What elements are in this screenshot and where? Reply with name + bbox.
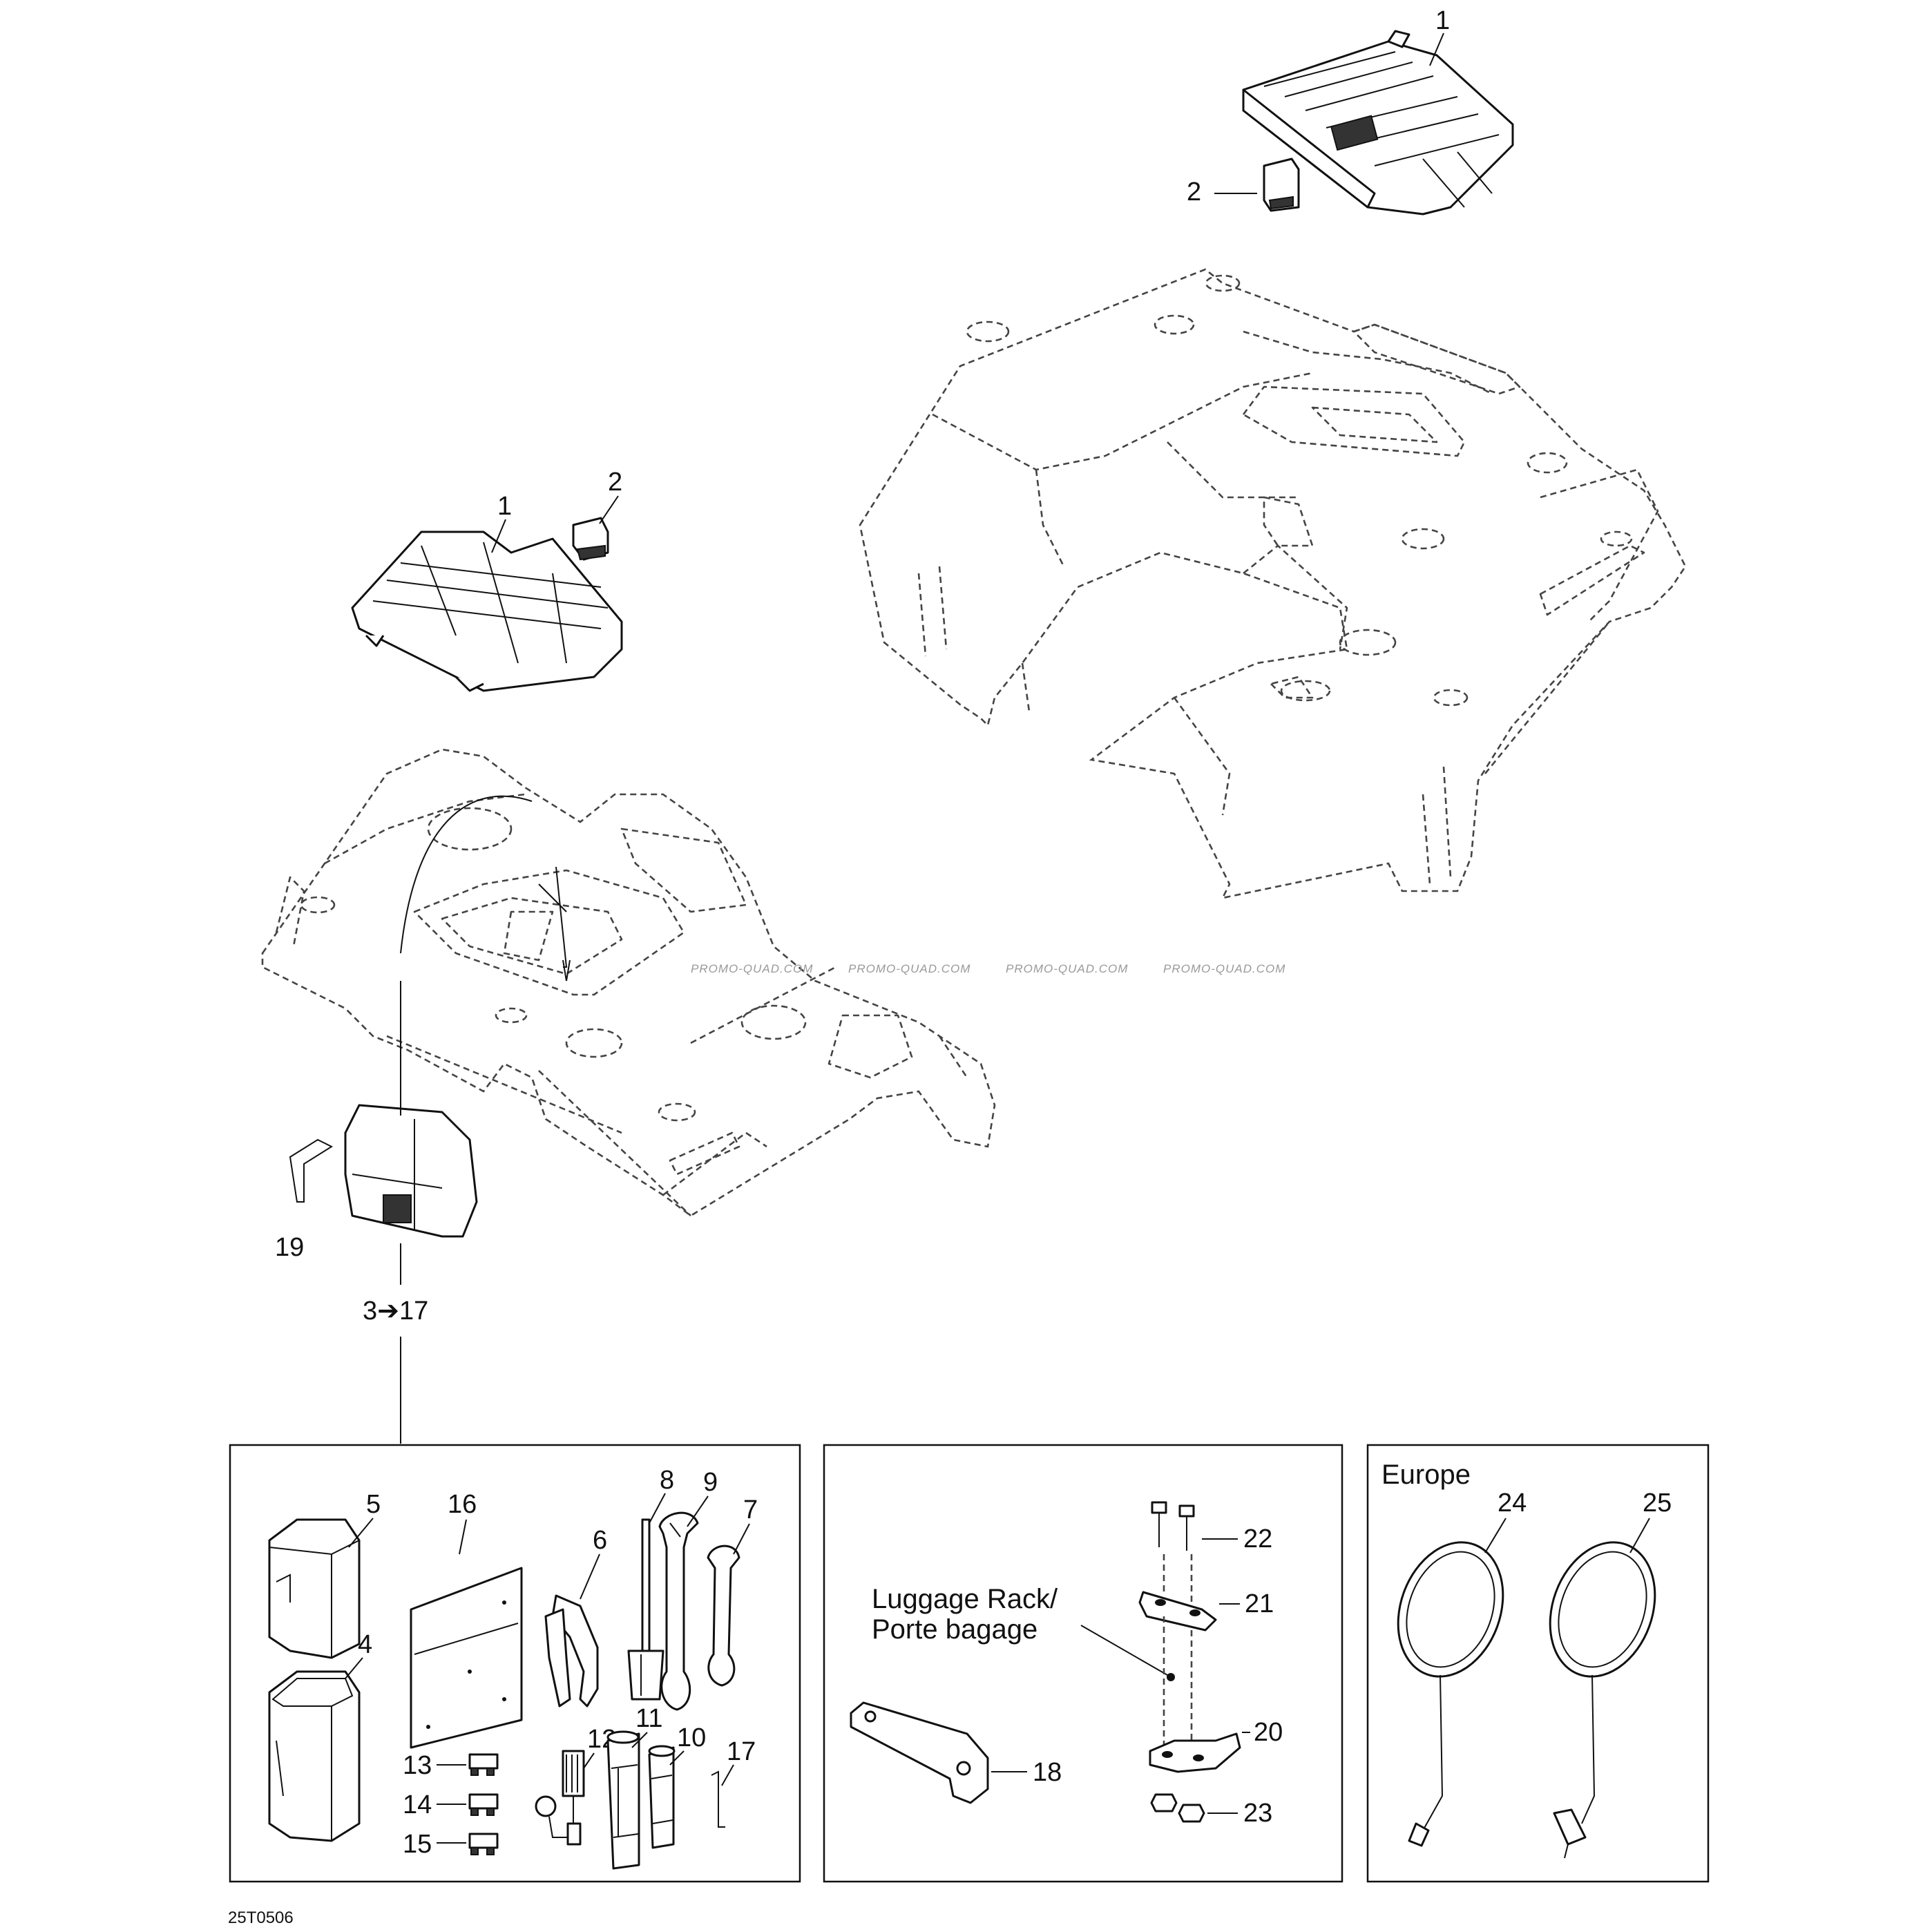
watermark-3: PROMO-QUAD.COM bbox=[1006, 962, 1128, 975]
rack-plate-top bbox=[1138, 1591, 1217, 1632]
label-fuse-c: 15 bbox=[403, 1830, 432, 1859]
rack-plate-bottom bbox=[1149, 1732, 1241, 1773]
rack-bolts bbox=[1151, 1501, 1195, 1551]
label-fuse-a: 13 bbox=[403, 1751, 432, 1780]
wrench-large bbox=[658, 1511, 699, 1711]
label-hex-key: 17 bbox=[727, 1737, 756, 1766]
tool-kit-case bbox=[344, 1104, 478, 1238]
case-lid bbox=[268, 1518, 361, 1659]
label-rack-plate-bottom: 20 bbox=[1254, 1718, 1283, 1747]
label-latch-rear: 2 bbox=[1187, 178, 1201, 207]
label-rack-bolt: 22 bbox=[1243, 1524, 1272, 1553]
label-case-body: 4 bbox=[358, 1630, 372, 1659]
watermark-4: PROMO-QUAD.COM bbox=[1163, 962, 1285, 975]
rack-wrench bbox=[850, 1701, 989, 1804]
drawing-code: 25T0506 bbox=[228, 1909, 294, 1927]
label-socket-small: 10 bbox=[677, 1723, 706, 1752]
label-latch-front: 2 bbox=[608, 468, 622, 497]
label-card: 16 bbox=[448, 1490, 477, 1519]
storage-cover-rear bbox=[1242, 30, 1514, 216]
rear-fender bbox=[859, 268, 1687, 899]
label-wrench-large: 9 bbox=[703, 1468, 718, 1497]
tool-kit-strap bbox=[289, 1138, 334, 1203]
rack-mount-point bbox=[1167, 1673, 1175, 1681]
label-fuse-b: 14 bbox=[403, 1790, 432, 1819]
storage-cover-front bbox=[351, 530, 623, 692]
mirror-left bbox=[1397, 1541, 1504, 1847]
hex-key bbox=[711, 1770, 725, 1828]
rack-nuts bbox=[1150, 1793, 1205, 1823]
socket-small bbox=[648, 1745, 676, 1849]
label-toolkit-range: 3➔17 bbox=[363, 1297, 428, 1326]
instruction-card bbox=[410, 1567, 523, 1749]
wrench-small bbox=[707, 1544, 740, 1687]
label-pliers: 6 bbox=[593, 1526, 607, 1555]
label-cover-front: 1 bbox=[497, 492, 512, 521]
spark-plug-tool bbox=[535, 1750, 585, 1846]
watermark-2: PROMO-QUAD.COM bbox=[848, 962, 970, 975]
pliers bbox=[544, 1594, 599, 1708]
label-cover-rear: 1 bbox=[1435, 6, 1450, 35]
socket-large bbox=[606, 1730, 640, 1870]
luggage-rack-box bbox=[823, 1444, 1343, 1883]
mirror-right bbox=[1549, 1541, 1656, 1859]
label-socket-large: 11 bbox=[635, 1704, 662, 1733]
europe-mirrors-box bbox=[1366, 1444, 1710, 1883]
label-rack-wrench: 18 bbox=[1033, 1758, 1062, 1787]
label-rack-nut: 23 bbox=[1243, 1799, 1272, 1828]
label-wrench-small: 7 bbox=[743, 1495, 758, 1524]
label-mirror-right: 25 bbox=[1643, 1489, 1672, 1518]
case-body bbox=[268, 1670, 361, 1842]
label-mirror-left: 24 bbox=[1498, 1489, 1527, 1518]
cover-latch-rear bbox=[1263, 157, 1300, 212]
front-fender bbox=[261, 748, 996, 1217]
label-rack-plate-top: 21 bbox=[1245, 1589, 1274, 1618]
fuses bbox=[468, 1753, 499, 1855]
luggage-rack-label-en: Luggage Rack/ bbox=[872, 1584, 1058, 1614]
region-label: Europe bbox=[1381, 1460, 1471, 1490]
label-strap: 19 bbox=[275, 1233, 304, 1262]
tool-kit-contents-box bbox=[229, 1444, 801, 1883]
label-case-lid: 5 bbox=[366, 1490, 381, 1519]
screwdriver bbox=[627, 1518, 664, 1701]
cover-latch-front bbox=[572, 517, 609, 561]
watermark-1: PROMO-QUAD.COM bbox=[691, 962, 813, 975]
luggage-rack-label-fr: Porte bagage bbox=[872, 1614, 1037, 1645]
label-screwdriver: 8 bbox=[660, 1466, 674, 1495]
